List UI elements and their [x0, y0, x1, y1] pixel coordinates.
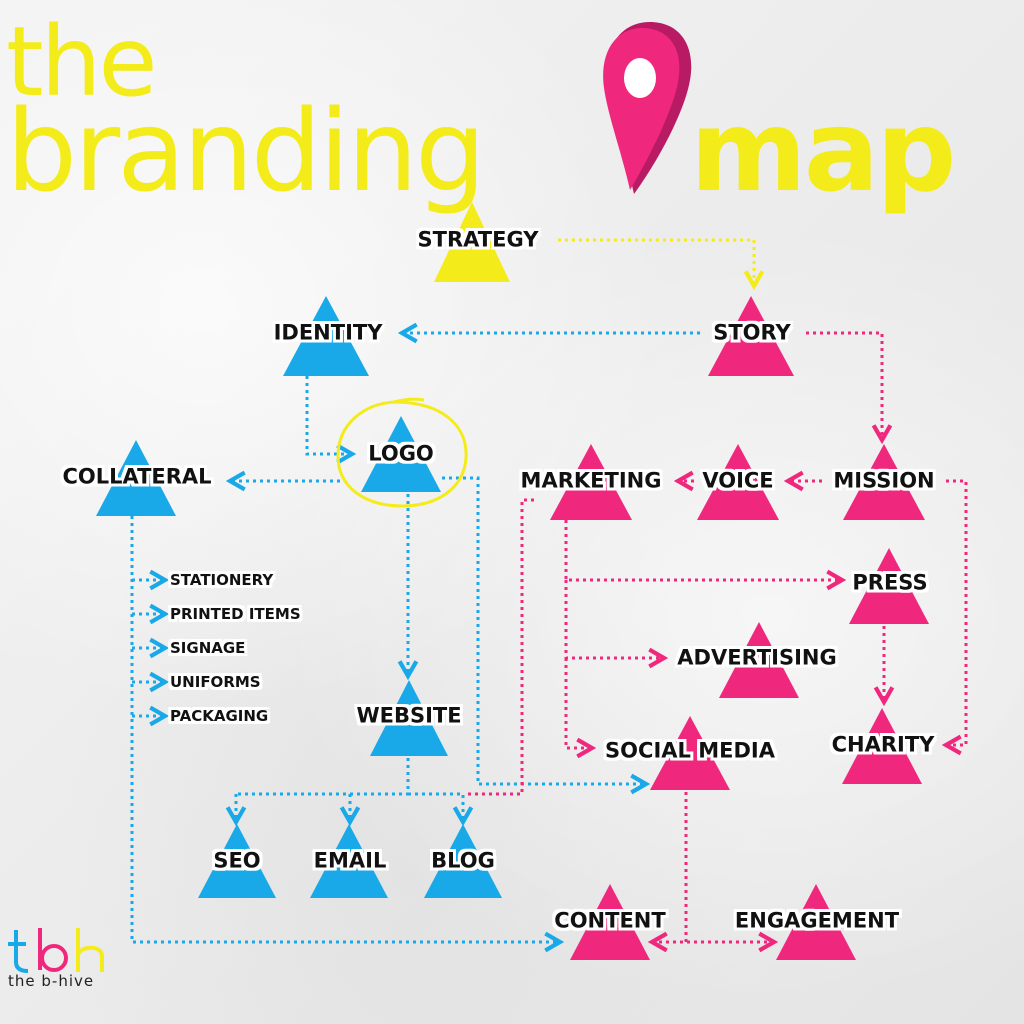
- node-voice: VOICE: [702, 468, 774, 493]
- collateral-item-packaging: PACKAGING: [170, 706, 269, 725]
- pyramid-engagement: [776, 884, 856, 960]
- node-strategy: STRATEGY: [417, 227, 539, 252]
- node-content: CONTENT: [554, 908, 666, 933]
- connector-logo-social: [442, 476, 646, 784]
- node-advertising: ADVERTISING: [677, 645, 837, 670]
- pyramid-collateral: [96, 440, 176, 516]
- tbh-logo: [8, 928, 104, 973]
- node-email: EMAIL: [313, 848, 387, 873]
- pyramid-seo: [198, 824, 276, 898]
- connector-marketing-blog: [466, 498, 534, 796]
- node-seo: SEO: [213, 848, 261, 873]
- pyramid-logo: [361, 416, 441, 492]
- connector-strategy-story: [558, 238, 754, 286]
- collateral-item-printed-items: PRINTED ITEMS: [170, 604, 301, 623]
- pyramid-mission: [843, 444, 925, 520]
- connector-mission-charity: [946, 479, 968, 745]
- node-charity: CHARITY: [831, 732, 935, 757]
- connector-hub-blog: [408, 792, 463, 822]
- node-logo: LOGO: [368, 441, 434, 466]
- connector-marketing-advertising: [564, 580, 664, 658]
- pyramid-voice: [697, 444, 779, 520]
- pyramid-story: [708, 296, 794, 376]
- pyramid-advertising: [719, 622, 799, 698]
- title-line-the: the: [6, 6, 158, 118]
- connector-story-mission: [806, 331, 882, 440]
- brand-wordmark: the b-hive: [8, 972, 95, 990]
- node-engagement: ENGAGEMENT: [734, 908, 900, 933]
- pyramid-group: [96, 202, 929, 960]
- pyramid-website: [370, 680, 448, 756]
- pyramid-blog: [424, 824, 502, 898]
- pyramid-marketing: [550, 444, 632, 520]
- connector-collateral-content: [130, 516, 560, 942]
- node-mission: MISSION: [833, 468, 935, 493]
- pyramid-strategy: [434, 202, 510, 282]
- title-line-branding: branding: [6, 87, 486, 217]
- node-marketing: MARKETING: [520, 468, 662, 493]
- connector-marketing-social: [564, 658, 592, 748]
- pyramid-content: [570, 884, 650, 960]
- logo-highlight-ring: [336, 397, 468, 508]
- connector-identity-logo: [305, 376, 352, 454]
- collateral-item-signage: SIGNAGE: [170, 638, 246, 657]
- connector-website-hub: [236, 758, 410, 796]
- pyramid-press: [849, 548, 929, 624]
- node-identity: IDENTITY: [273, 320, 383, 345]
- connector-marketing-press: [564, 520, 842, 580]
- node-blog: BLOG: [431, 848, 495, 873]
- node-story: STORY: [713, 320, 791, 345]
- pyramid-email: [310, 824, 388, 898]
- collateral-item-uniforms: UNIFORMS: [170, 672, 261, 691]
- pyramid-identity: [283, 296, 369, 376]
- node-website: WEBSITE: [356, 703, 462, 728]
- node-collateral: COLLATERAL: [62, 464, 212, 489]
- node-social-media: SOCIAL MEDIA: [605, 738, 775, 763]
- location-pin-icon: [603, 22, 692, 194]
- collateral-item-stationery: STATIONERY: [170, 570, 274, 589]
- title-line-map: map: [690, 87, 956, 217]
- pyramid-social-media: [650, 716, 730, 790]
- pyramid-charity: [842, 708, 922, 784]
- node-press: PRESS: [852, 570, 928, 595]
